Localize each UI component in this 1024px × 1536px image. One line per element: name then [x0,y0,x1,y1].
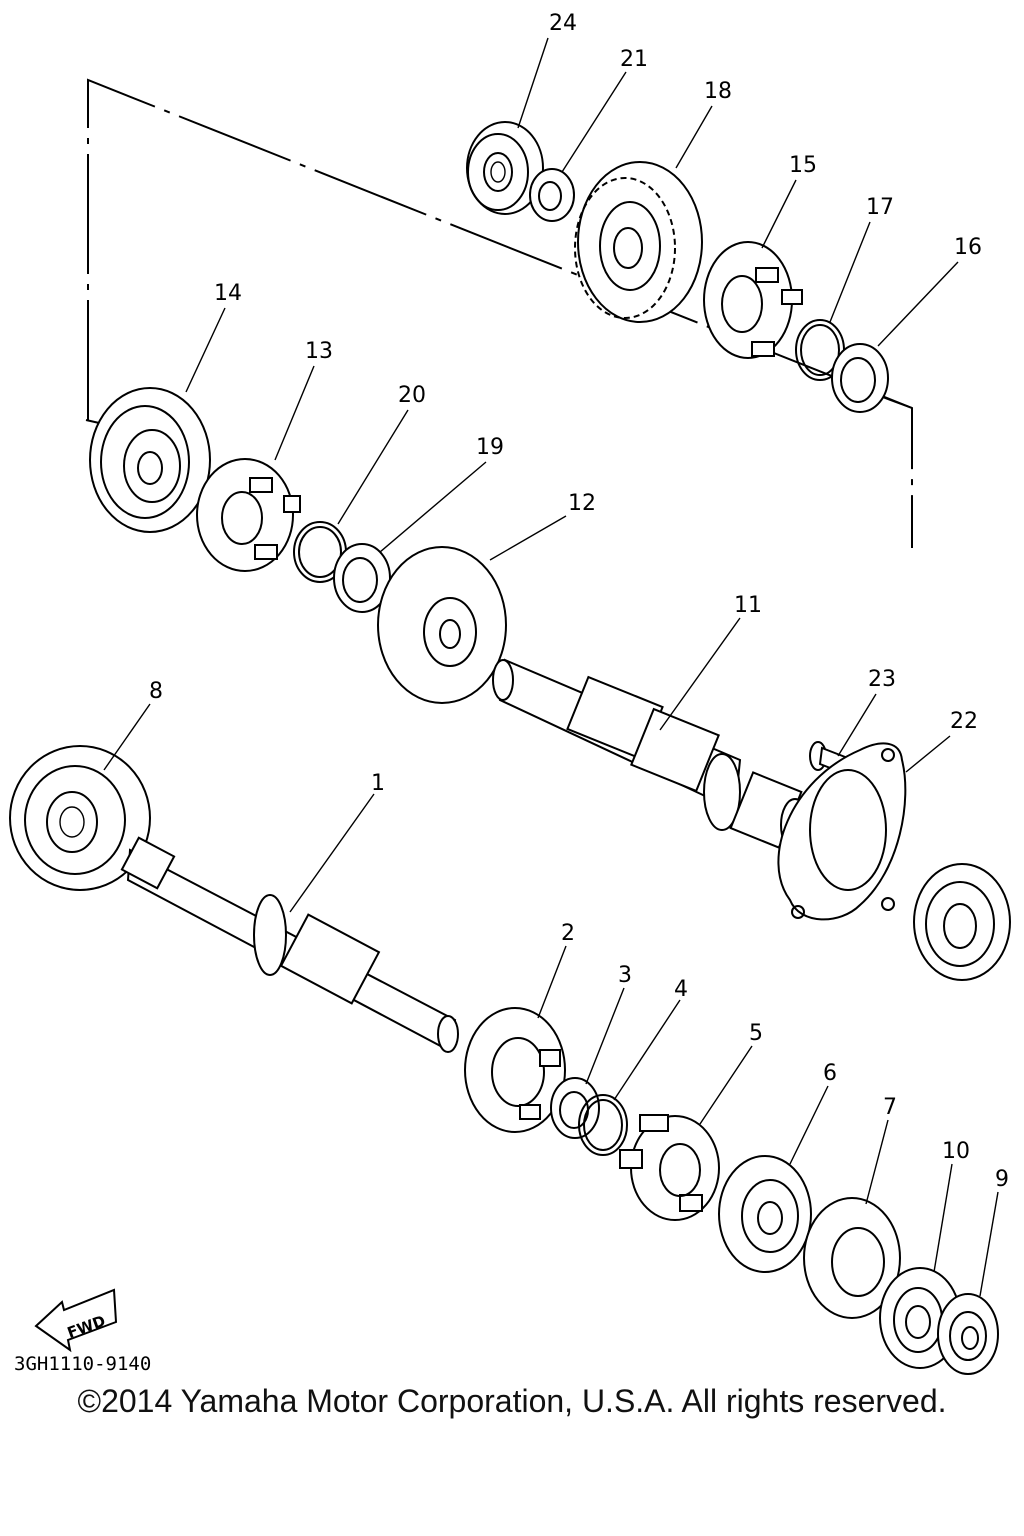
label-22: 22 [950,709,978,734]
drawing-code: 3GH1110-9140 [14,1353,151,1375]
oil-seal-9 [937,1293,999,1375]
gear-6 [718,1155,812,1273]
copyright-notice: ©2014 Yamaha Motor Corporation, U.S.A. A… [77,1383,947,1419]
label-14: 14 [214,281,242,306]
washer-21 [529,168,575,222]
bearing-right [913,863,1011,981]
label-5: 5 [749,1021,763,1046]
label-11: 11 [734,593,762,618]
label-3: 3 [618,963,632,988]
label-8: 8 [149,679,163,704]
label-2: 2 [561,921,575,946]
label-1: 1 [371,771,385,796]
washer-3 [550,1077,600,1139]
gear-5 [619,1114,720,1221]
label-4: 4 [674,977,688,1002]
label-24: 24 [549,11,577,36]
bearing-8 [9,745,151,891]
label-6: 6 [823,1061,837,1086]
gear-13 [196,458,301,572]
label-7: 7 [883,1095,897,1120]
label-9: 9 [995,1167,1009,1192]
label-20: 20 [398,383,426,408]
label-18: 18 [704,79,732,104]
label-10: 10 [942,1139,970,1164]
circlip-4 [578,1094,628,1156]
gear-12 [377,546,507,704]
gear-14 [89,387,211,533]
label-23: 23 [868,667,896,692]
label-12: 12 [568,491,596,516]
main-axle-11 [492,658,810,852]
leader-lines [103,37,999,1297]
fwd-arrow-icon: FWD [34,1288,118,1353]
label-19: 19 [476,435,504,460]
label-15: 15 [789,153,817,178]
drive-axle-1 [120,836,459,1053]
gear-7 [803,1197,901,1319]
label-13: 13 [305,339,333,364]
washer-16 [831,343,889,413]
gear-15 [703,241,803,359]
label-21: 21 [620,47,648,72]
label-17: 17 [866,195,894,220]
part-number-labels: 24 21 18 15 17 16 14 13 20 19 12 11 23 2… [149,11,1009,1192]
label-16: 16 [954,235,982,260]
gear-18 [574,161,703,323]
bearing-24 [466,121,544,215]
plate-22 [777,742,907,921]
gear-2 [464,1007,566,1133]
